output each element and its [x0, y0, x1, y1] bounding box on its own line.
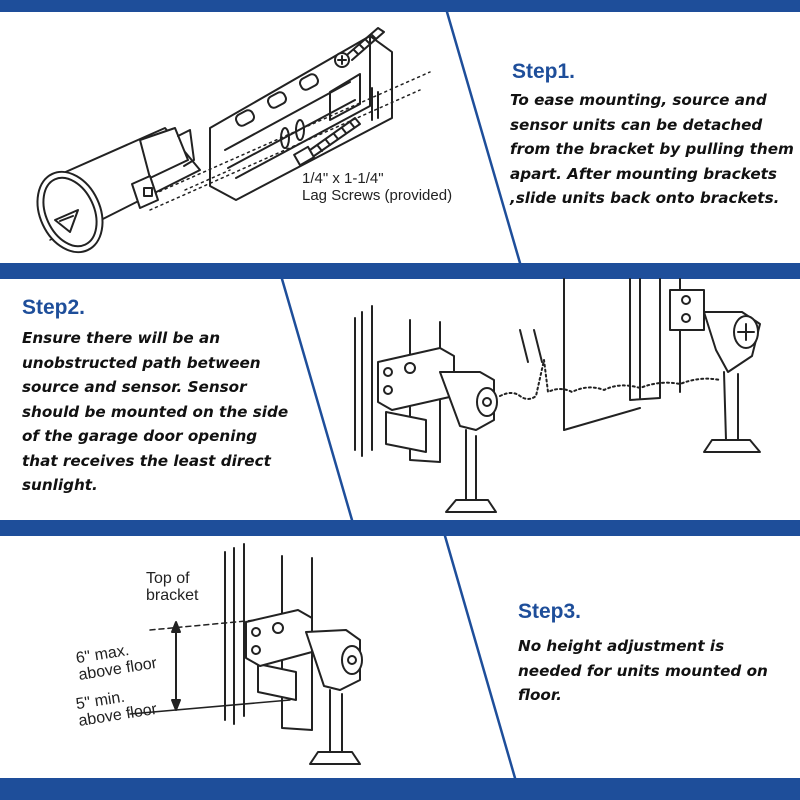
sensor-beam: [499, 359, 721, 400]
beam-break-mark: [519, 329, 543, 363]
right-sensor-bracket: [669, 289, 761, 453]
panel-divider-3: [443, 534, 517, 780]
step2-description: Ensure there will be an unobstructed pat…: [22, 329, 289, 494]
step1-illustration: [36, 27, 431, 254]
left-door-frame: [354, 305, 441, 463]
step3-door-frame: [224, 543, 313, 731]
step1-description: To ease mounting, source and sensor unit…: [510, 91, 794, 207]
step3-description: No height adjustment is needed for units…: [518, 637, 768, 704]
floor-line: [129, 699, 291, 715]
separator-band-2: [0, 520, 800, 536]
lag-screw-upper: [334, 27, 385, 68]
step2-illustration: [354, 278, 761, 513]
separator-band-1: [0, 263, 800, 279]
step3-sensor-bracket: [245, 609, 363, 765]
lag-screw-label: 1/4" x 1-1/4" Lag Screws (provided): [302, 170, 453, 204]
mounting-bracket: [209, 35, 393, 201]
step2-title: Step2.: [22, 296, 86, 319]
lag-screw-lower: [293, 117, 361, 167]
sensor-unit: [36, 127, 201, 254]
left-sensor-bracket: [377, 347, 498, 513]
step3-title: Step3.: [518, 600, 582, 623]
panel-divider-1: [445, 10, 522, 265]
step3-illustration: [129, 543, 363, 765]
bottom-band: [0, 778, 800, 800]
top-band: [0, 0, 800, 12]
panel-divider-2: [280, 277, 354, 522]
step1-title: Step1.: [512, 60, 576, 83]
right-door-frame: [563, 278, 681, 431]
top-of-bracket-label: Top of bracket: [146, 570, 199, 604]
